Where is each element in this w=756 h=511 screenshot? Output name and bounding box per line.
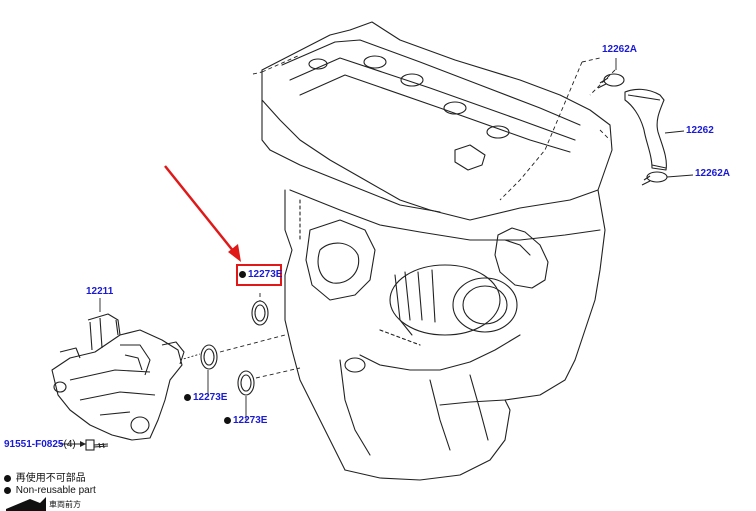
bolt-art bbox=[85, 439, 109, 451]
part-number-text: 12273E bbox=[193, 392, 228, 403]
highlight-box bbox=[236, 264, 282, 286]
nonreusable-dot-icon bbox=[4, 474, 11, 482]
nonreusable-dot-icon bbox=[239, 270, 246, 278]
legend-nonreusable-jp: 再使用不可部品 bbox=[4, 473, 86, 484]
nonreusable-dot-icon bbox=[184, 393, 191, 401]
bolt-callout-arrow bbox=[80, 441, 86, 447]
part-label-12262[interactable]: 12262 bbox=[686, 125, 714, 136]
legend-text: 再使用不可部品 bbox=[15, 473, 86, 484]
hose-art bbox=[624, 88, 667, 171]
part-label-12273E-low[interactable]: 12273E bbox=[224, 415, 267, 427]
engine-block-art bbox=[261, 21, 613, 481]
part-number-text: 12273E bbox=[233, 415, 268, 426]
nonreusable-dot-icon bbox=[4, 486, 11, 494]
part-label-91551-F0825[interactable]: 91551-F0825(4) bbox=[4, 439, 76, 451]
part-label-12211[interactable]: 12211 bbox=[86, 286, 114, 297]
nonreusable-dot-icon bbox=[224, 416, 231, 424]
part-label-12262A-bottom[interactable]: 12262A bbox=[695, 168, 731, 179]
legend-text: Non-reusable part bbox=[15, 485, 96, 496]
part-label-12273E-mid[interactable]: 12273E bbox=[184, 392, 227, 404]
part-label-12262A-top[interactable]: 12262A bbox=[602, 44, 638, 55]
valve-body-art bbox=[51, 313, 185, 441]
leader-lines bbox=[179, 54, 616, 379]
red-pointer-arrow bbox=[164, 165, 241, 262]
legend-front-of-vehicle: 車両前方 bbox=[49, 500, 81, 509]
part-number-text: 91551-F0825 bbox=[4, 439, 64, 450]
part-label-12273E-highlighted[interactable]: 12273E bbox=[239, 269, 282, 281]
front-direction-arrow bbox=[6, 497, 46, 511]
part-quantity: (4) bbox=[63, 439, 76, 450]
part-number-text: 12273E bbox=[248, 269, 283, 280]
legend-nonreusable-en: Non-reusable part bbox=[4, 485, 96, 496]
